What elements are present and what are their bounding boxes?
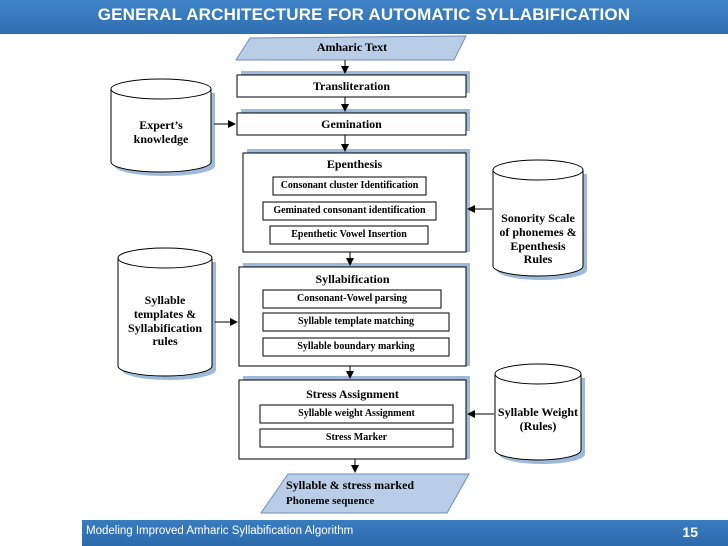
input-parallelogram: [235, 35, 467, 61]
syllabification-step-1-box: [262, 289, 442, 309]
epenthesis-step-3-box: [269, 225, 429, 245]
stress-step-2: Stress Marker: [325, 432, 388, 443]
syllable-weight-label: Syllable Weight (Rules): [497, 405, 579, 433]
epenthesis-title: Epenthesis: [326, 157, 383, 171]
gemination-label: Gemination: [321, 117, 382, 131]
footer-text: Modeling Improved Amharic Syllabificatio…: [86, 525, 354, 537]
epenthesis-step-2: Geminated consonant identification: [273, 205, 426, 216]
syllable-templates-cylinder: [117, 247, 216, 380]
slide-title: GENERAL ARCHITECTURE FOR AUTOMATIC SYLLA…: [97, 5, 631, 24]
syllable-templates-label: Syllable templates & Syllabification rul…: [127, 293, 202, 349]
page-number: 15: [682, 524, 698, 540]
transliteration-box: [236, 74, 467, 98]
stress-step-1: Syllable weight Assignment: [298, 408, 415, 419]
output-parallelogram: [260, 473, 470, 514]
syllabification-step-1: Consonant-Vowel parsing: [297, 293, 407, 304]
syllabification-title: Syllabification: [315, 272, 390, 286]
footer-band: [82, 520, 728, 546]
title-band: [0, 0, 728, 34]
input-label: Amharic Text: [316, 40, 388, 54]
epenthesis-step-3: Epenthetic Vowel Insertion: [291, 229, 407, 240]
epenthesis-step-1: Consonant cluster Identification: [280, 180, 419, 191]
output-line-1: Syllable & stress marked: [286, 478, 415, 492]
expert-knowledge-cylinder: [110, 78, 215, 176]
epenthesis-step-1-box: [272, 176, 427, 196]
sonority-scale-cylinder: [492, 159, 587, 280]
epenthesis-step-2-box: [262, 201, 437, 221]
syllabification-step-2: Syllable template matching: [297, 316, 415, 327]
syllabification-step-3-box: [262, 337, 450, 357]
sonority-scale-label: Sonority Scale of phonemes & Epenthesis …: [499, 211, 577, 267]
output-line-2: Phoneme sequence: [286, 495, 375, 507]
syllabification-step-2-box: [262, 312, 450, 332]
stress-step-1-box: [259, 404, 454, 424]
expert-knowledge-label: Expert’s knowledge: [133, 118, 189, 146]
syllable-weight-cylinder: [494, 363, 585, 464]
gemination-box: [236, 112, 467, 136]
transliteration-label: Transliteration: [312, 79, 391, 93]
syllabification-step-3: Syllable boundary marking: [297, 341, 415, 352]
stress-step-2-box: [259, 428, 454, 448]
stress-title: Stress Assignment: [306, 387, 399, 401]
